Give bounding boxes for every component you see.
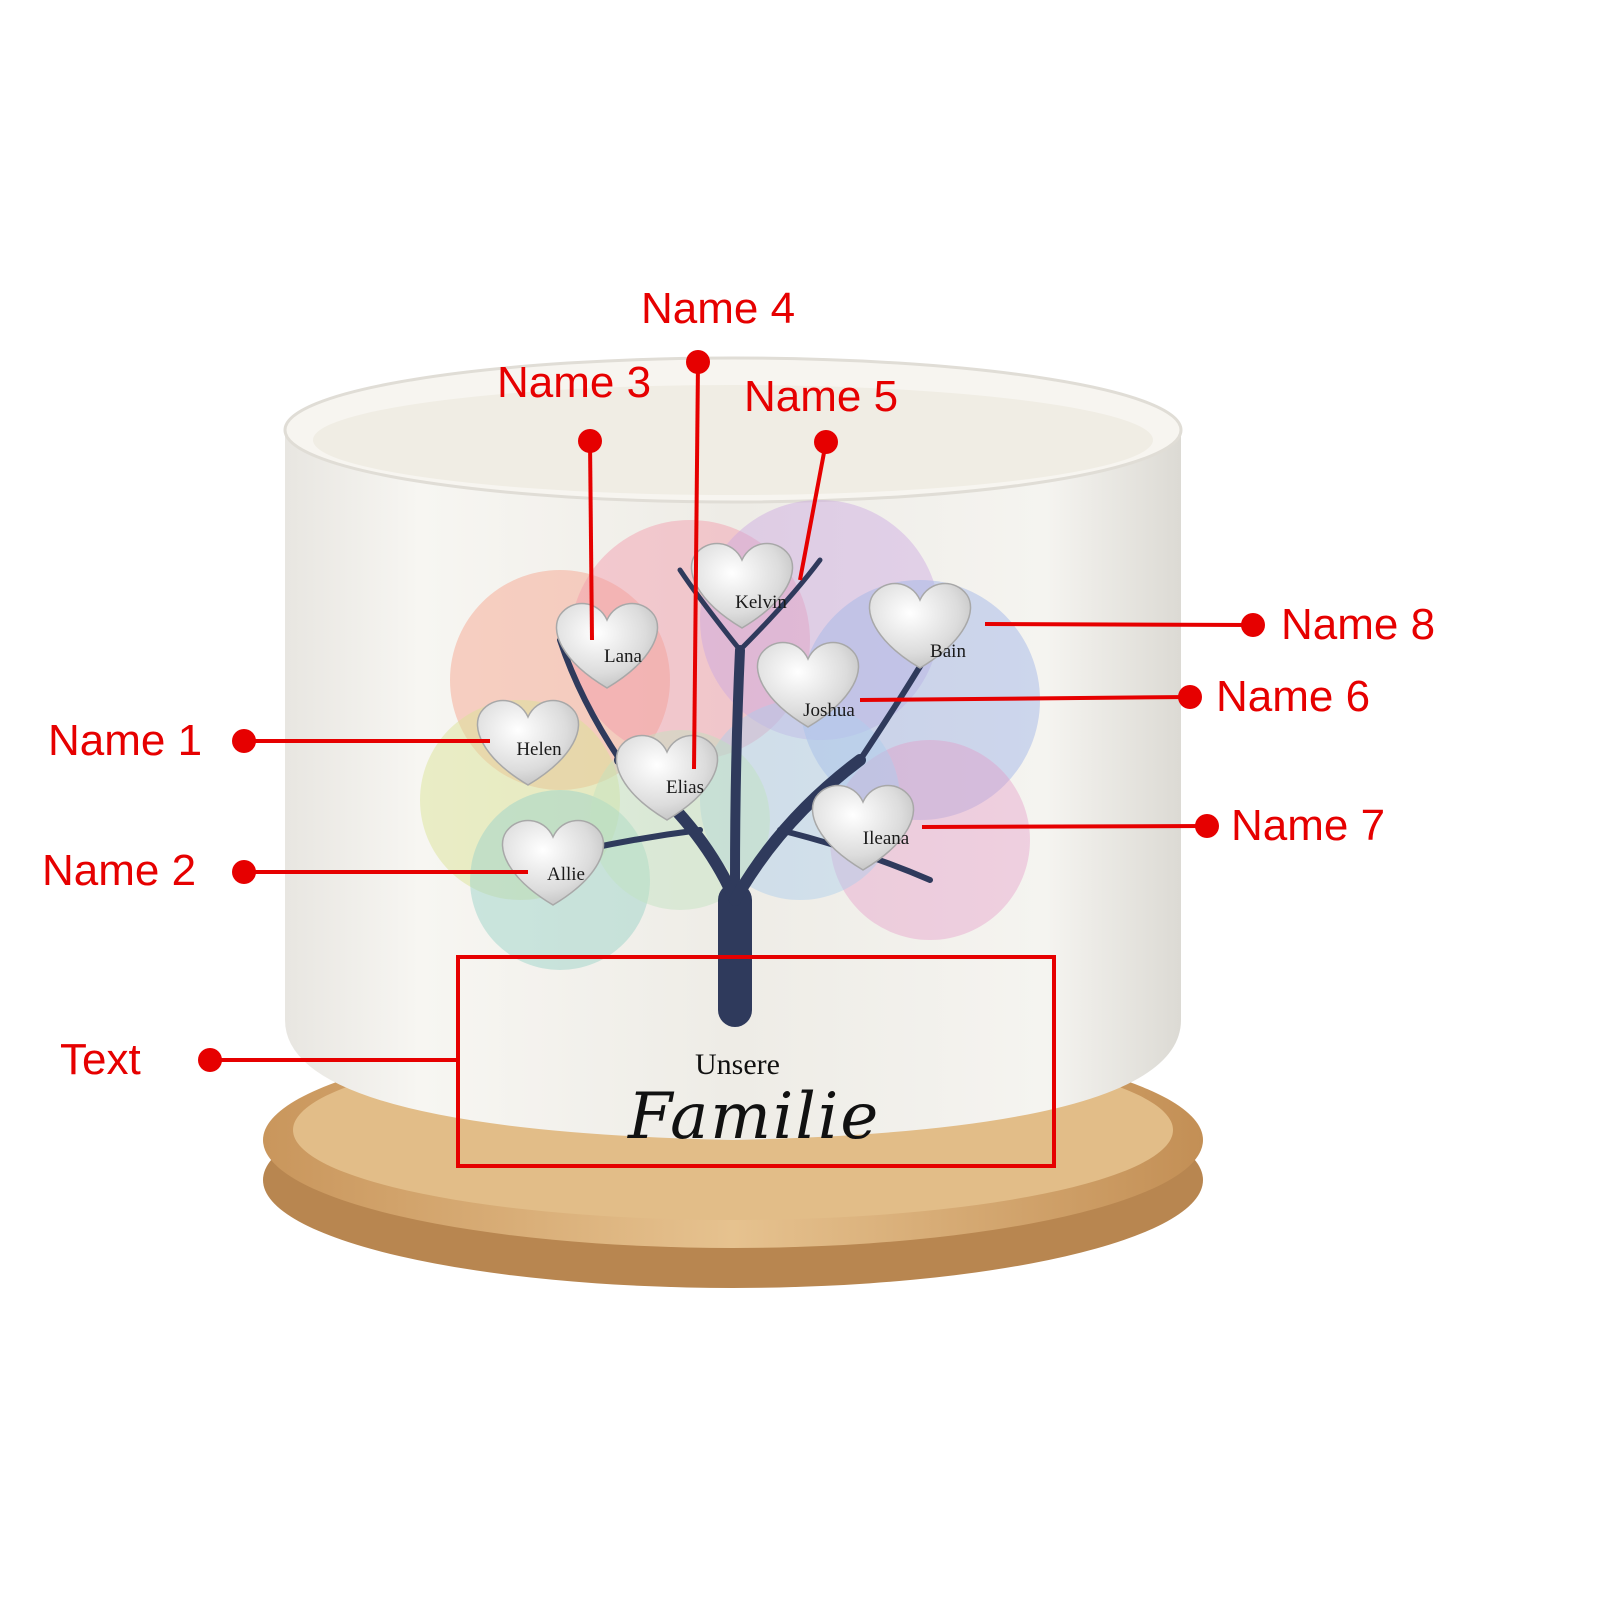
heart-name-5: Kelvin: [735, 592, 787, 613]
annotation-dot-name5: [814, 430, 838, 454]
heart-lana: [555, 602, 659, 689]
annotation-dot-text: [198, 1048, 222, 1072]
caption-line1: Unsere: [695, 1048, 780, 1081]
annotation-label-name6: Name 6: [1216, 672, 1371, 721]
annotation-dot-name1: [232, 729, 256, 753]
heart-name-4: Elias: [666, 777, 704, 798]
annotation-label-name2: Name 2: [42, 846, 197, 895]
text-area-box: [456, 955, 1056, 1168]
annotation-dot-name3: [578, 429, 602, 453]
annotation-dot-name8: [1241, 613, 1265, 637]
annotation-lines: [210, 361, 1254, 1062]
heart-ileana: [811, 784, 915, 871]
annotation-label-name7: Name 7: [1231, 801, 1386, 850]
annotation-dot-name6: [1178, 685, 1202, 709]
heart-name-6: Joshua: [803, 700, 855, 721]
heart-name-2: Allie: [547, 864, 585, 885]
heart-joshua: [756, 641, 860, 728]
annotation-label-name5: Name 5: [744, 372, 899, 421]
heart-name-7: Ileana: [862, 828, 910, 849]
heart-allie: [501, 819, 605, 906]
annotation-dot-name2: [232, 860, 256, 884]
heart-name-1: Helen: [516, 739, 562, 760]
annotation-label-name4: Name 4: [641, 284, 796, 333]
annotation-dot-name7: [1195, 814, 1219, 838]
heart-name-8: Bain: [930, 641, 966, 662]
heart-kelvin: [690, 542, 794, 629]
caption-line2: Familie: [628, 1080, 881, 1154]
heart-name-3: Lana: [604, 646, 642, 667]
annotation-label-name8: Name 8: [1281, 600, 1436, 649]
annotation-label-name3: Name 3: [497, 358, 652, 407]
annotation-label-text: Text: [60, 1035, 141, 1084]
annotation-dot-name4: [686, 350, 710, 374]
heart-helen: [476, 699, 580, 786]
annotation-label-name1: Name 1: [48, 716, 203, 765]
heart-bain: [868, 582, 972, 669]
